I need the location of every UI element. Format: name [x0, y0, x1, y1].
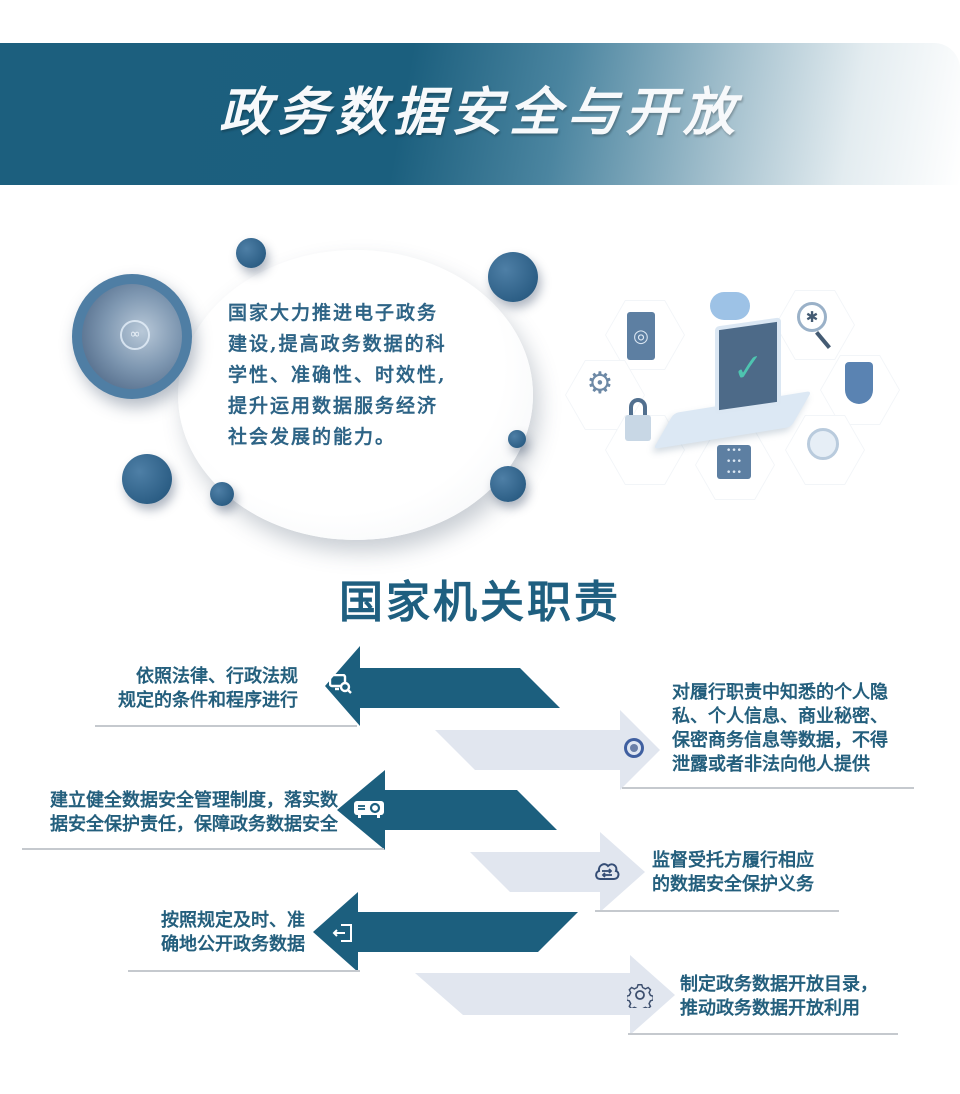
decor-dot [236, 238, 266, 268]
duty-text: 依照法律、行政法规 规定的条件和程序进行 [60, 664, 298, 712]
duty-line: 确地公开政务数据 [161, 934, 305, 954]
decor-dot [508, 430, 526, 448]
duty-line: 据安全保护责任，保障政务数据安全 [50, 814, 338, 834]
intro-line: 国家大力推进电子政务 [228, 302, 439, 324]
divider [595, 910, 839, 912]
intro-line: 建设,提高政务数据的科 [228, 333, 447, 355]
divider [128, 970, 360, 972]
duty-line: 私、个人信息、商业秘密、 [672, 706, 888, 726]
intro-line: 社会发展的能力。 [228, 426, 397, 448]
duty-line: 依照法律、行政法规 [136, 666, 298, 686]
cloud-sync-icon [592, 857, 622, 885]
duty-line: 对履行职责中知悉的个人隐 [672, 682, 888, 702]
arrow-left-3 [337, 770, 557, 850]
duty-text: 按照规定及时、准 确地公开政务数据 [120, 908, 305, 956]
section-title: 国家机关职责 [339, 578, 621, 627]
projector-icon [351, 797, 387, 821]
duty-line: 推动政务数据开放利用 [680, 998, 860, 1018]
settings-gear-icon [625, 980, 655, 1010]
decor-dot [488, 252, 538, 302]
arrow-right-2 [435, 710, 660, 790]
gear-icon: ⚙ [586, 365, 614, 401]
arrow-right-4 [470, 832, 645, 912]
arrow-left-5 [313, 892, 578, 972]
seal-emblem-icon [622, 736, 646, 760]
divider [622, 787, 914, 789]
intro-line: 提升运用数据服务经济 [228, 395, 439, 417]
duty-line: 制定政务数据开放目录， [680, 974, 878, 994]
arrow-left-1 [325, 646, 560, 726]
padlock-icon [625, 415, 651, 441]
intro-photo: ∞ [72, 274, 192, 399]
duty-text: 监督受托方履行相应 的数据安全保护义务 [652, 848, 872, 896]
photo-image: ∞ [82, 284, 182, 389]
duty-line: 监督受托方履行相应 [652, 850, 814, 870]
cloud-icon [710, 292, 750, 320]
infinity-icon: ∞ [120, 320, 150, 350]
duty-line: 泄露或者非法向他人提供 [672, 754, 870, 774]
divider [628, 1033, 898, 1035]
arrow-right-6 [415, 955, 675, 1035]
duty-line: 规定的条件和程序进行 [118, 690, 298, 710]
duty-line: 的数据安全保护义务 [652, 874, 814, 894]
intro-paragraph: 国家大力推进电子政务 建设,提高政务数据的科 学性、准确性、时效性, 提升运用数… [228, 298, 488, 453]
intro-bubble [178, 250, 533, 540]
password-keypad-icon: ••••••••• [717, 445, 751, 479]
duty-line: 建立健全数据安全管理制度，落实数 [50, 790, 338, 810]
fingerprint-icon: ◎ [627, 312, 655, 360]
decor-dot [490, 466, 526, 502]
header-banner [0, 43, 960, 185]
divider [95, 725, 357, 727]
duty-text: 建立健全数据安全管理制度，落实数 据安全保护责任，保障政务数据安全 [18, 788, 338, 836]
sign-in-icon [330, 920, 356, 946]
shield-icon [845, 362, 873, 404]
decor-dot [210, 482, 234, 506]
monitor-search-icon [326, 672, 356, 696]
bug-search-icon: ✱ [797, 302, 827, 332]
duty-line: 按照规定及时、准 [161, 910, 305, 930]
laptop-check-icon: ✓ [715, 317, 781, 415]
intro-section: ∞ 国家大力推进电子政务 建设,提高政务数据的科 学性、准确性、时效性, 提升运… [0, 220, 960, 540]
security-illustration: ✓ ◎ ✱ ⚙ ••••••••• [565, 280, 905, 500]
intro-line: 学性、准确性、时效性, [228, 364, 447, 386]
safe-dial-icon [807, 428, 839, 460]
duty-text: 制定政务数据开放目录， 推动政务数据开放利用 [680, 972, 920, 1020]
decor-dot [122, 454, 172, 504]
duty-text: 对履行职责中知悉的个人隐 私、个人信息、商业秘密、 保密商务信息等数据，不得 泄… [672, 680, 922, 776]
divider [22, 848, 384, 850]
page-title: 政务数据安全与开放 [218, 82, 741, 143]
duty-line: 保密商务信息等数据，不得 [672, 730, 888, 750]
padlock-shackle [629, 398, 647, 418]
